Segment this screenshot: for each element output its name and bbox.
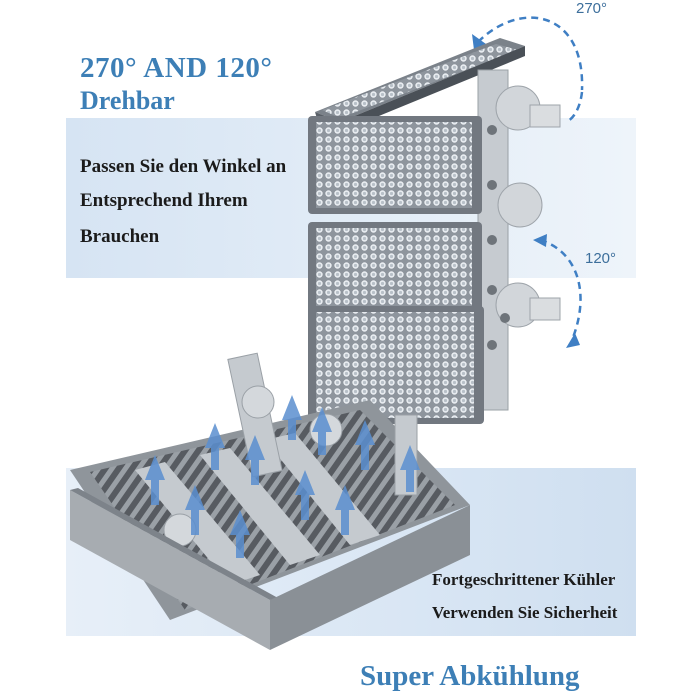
cooling-text-line-1: Fortgeschrittener Kühler — [432, 570, 616, 589]
adjust-text-line-3: Brauchen — [80, 226, 160, 247]
footer-title: Super Abkühlung — [360, 660, 580, 692]
led-module-1 — [308, 116, 482, 214]
rotation-arc-270 — [477, 16, 584, 91]
angle-label-120: 120° — [585, 250, 617, 267]
adjust-text-line-2: Entsprechend Ihrem — [80, 190, 248, 211]
rotation-arc-120 — [539, 238, 582, 341]
led-module-3 — [308, 306, 484, 424]
headline-rotatable: Drehbar — [80, 86, 175, 115]
airflow-arrows — [145, 395, 420, 558]
angle-label-270: 270° — [576, 0, 608, 17]
adjust-text-line-1: Passen Sie den Winkel an — [80, 156, 287, 177]
headline-angles: 270° AND 120° — [80, 52, 273, 84]
led-module-2 — [308, 222, 482, 314]
cooling-text-line-2: Verwenden Sie Sicherheit — [432, 603, 618, 622]
